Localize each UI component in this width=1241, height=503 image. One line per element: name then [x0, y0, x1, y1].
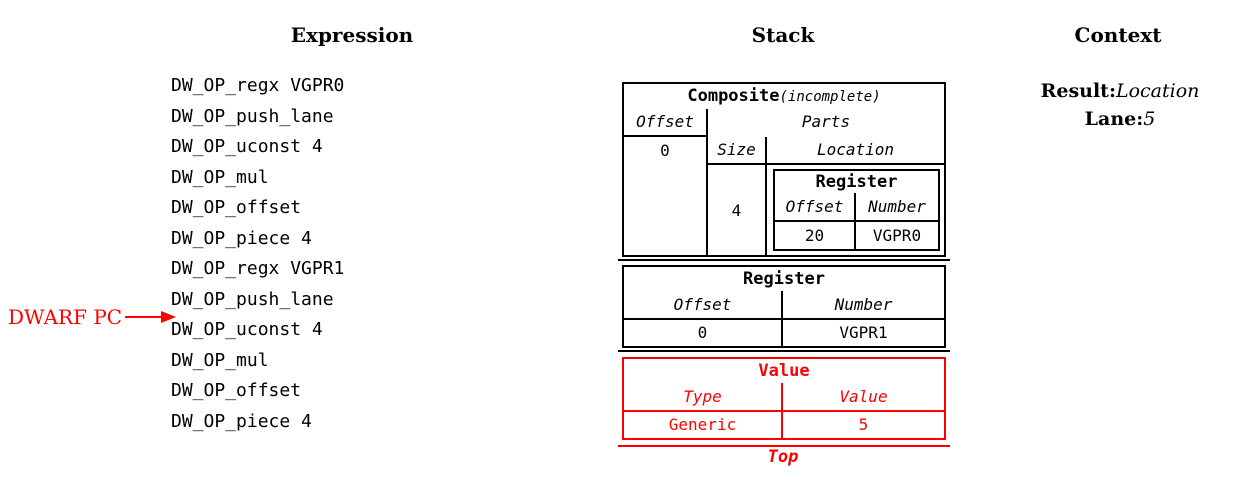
composite-location-header: Location	[767, 137, 944, 165]
composite-size-column: Size 4	[708, 137, 767, 255]
expression-op: DW_OP_regx VGPR0	[171, 75, 345, 96]
context-lane-row: Lane:5	[1020, 105, 1220, 133]
context-fields: Result:Location Lane:5	[1020, 77, 1220, 133]
composite-title: Composite(incomplete)	[624, 84, 944, 109]
expression-op: DW_OP_mul	[171, 349, 269, 371]
value-title: Value	[758, 361, 810, 381]
stack-slot-separator	[618, 350, 950, 352]
nested-register-table: Register Offset Number 20 VGPR0	[773, 169, 940, 251]
nested-register-header-row: Offset Number	[775, 193, 938, 222]
composite-parts-header: Parts	[801, 112, 851, 131]
stack-slot-separator	[618, 259, 950, 261]
dwarf-pc-arrow-shaft	[125, 316, 162, 318]
expression-op: DW_OP_uconst 4	[171, 136, 323, 157]
composite-parts-body: Size 4 Location Register Offset Number	[708, 137, 944, 255]
stack-entry-composite: Composite(incomplete) Offset 0 Parts Siz…	[622, 82, 946, 257]
composite-location-body: Register Offset Number 20 VGPR0	[767, 165, 944, 255]
expression-op: DW_OP_offset	[171, 380, 302, 401]
value-value-header: Value	[839, 386, 888, 406]
composite-size-header: Size	[708, 137, 765, 165]
expression-op: DW_OP_uconst 4	[171, 319, 323, 340]
expression-op: DW_OP_push_lane	[171, 105, 334, 127]
stack-top-label: Top	[767, 447, 799, 467]
composite-incomplete-note: (incomplete)	[779, 89, 881, 105]
value-header-row: Type Value	[624, 383, 944, 412]
register-header-row: Offset Number	[624, 291, 944, 320]
nested-register-offset-value: 20	[775, 222, 856, 249]
dwarf-pc-label: DWARF PC	[8, 305, 123, 329]
register-value-row: 0 VGPR1	[624, 319, 944, 346]
register-number-header: Number	[834, 294, 893, 314]
expression-op: DW_OP_push_lane	[171, 288, 334, 310]
composite-offset-header: Offset	[624, 109, 706, 137]
register-title: Register	[743, 269, 825, 289]
composite-body: Offset 0 Parts Size 4 Location Register	[624, 109, 944, 255]
expression-column-title: Expression	[290, 23, 414, 47]
nested-register-title: Register	[815, 172, 898, 192]
stack-top-separator	[618, 445, 950, 447]
dwarf-pc-marker: DWARF PC	[8, 304, 177, 330]
expression-op: DW_OP_offset	[171, 197, 302, 218]
nested-register-offset-header: Offset	[775, 193, 856, 220]
register-offset-value: 0	[624, 319, 783, 346]
context-result-row: Result:Location	[1020, 77, 1220, 105]
register-offset-header: Offset	[624, 291, 783, 318]
stack-column-title: Stack	[751, 23, 815, 47]
context-lane-value: 5	[1143, 108, 1156, 130]
composite-offset-column: Offset 0	[624, 109, 708, 255]
composite-parts-column: Parts Size 4 Location Register Offset	[708, 109, 944, 255]
expression-op: DW_OP_regx VGPR1	[171, 258, 345, 279]
nested-register-number-value: VGPR0	[872, 226, 922, 245]
composite-size-value: 4	[731, 200, 742, 220]
expression-op: DW_OP_mul	[171, 166, 269, 188]
stack-entry-value: Value Type Value Generic 5	[622, 357, 946, 440]
value-value-value: 5	[858, 415, 869, 435]
dwarf-pc-arrow-icon	[161, 311, 177, 323]
stack-entry-register: Register Offset Number 0 VGPR1	[622, 265, 946, 348]
expression-op: DW_OP_piece 4	[171, 227, 312, 249]
nested-register-value-row: 20 VGPR0	[775, 222, 938, 249]
context-column-title: Context	[1074, 23, 1162, 47]
expression-op-list: DW_OP_regx VGPR0 DW_OP_push_lane DW_OP_u…	[171, 71, 344, 437]
nested-register-number-header: Number	[868, 197, 926, 216]
value-value-row: Generic 5	[624, 411, 944, 438]
composite-location-column: Location Register Offset Number 20	[767, 137, 944, 255]
expression-op: DW_OP_piece 4	[171, 410, 312, 432]
context-lane-label: Lane:	[1084, 108, 1144, 130]
composite-title-text: Composite	[687, 86, 780, 106]
value-type-header: Type	[624, 383, 783, 410]
context-result-value: Location	[1115, 80, 1200, 102]
value-type-value: Generic	[624, 411, 783, 438]
composite-offset-value: 0	[660, 141, 670, 160]
context-result-label: Result:	[1040, 80, 1116, 102]
register-number-value: VGPR1	[839, 323, 888, 343]
